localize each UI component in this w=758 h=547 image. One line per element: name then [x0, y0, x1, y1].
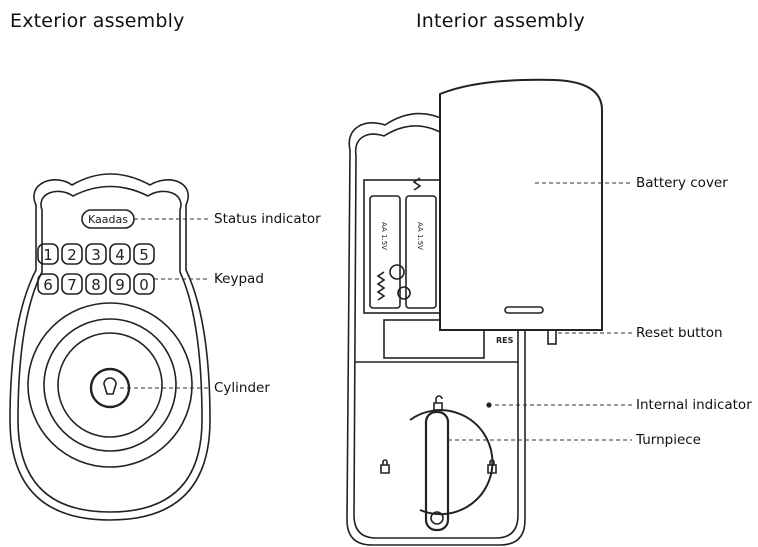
- battery-spring-a: [376, 271, 386, 301]
- key-4-label: 4: [115, 246, 125, 264]
- turnpiece[interactable]: [424, 410, 450, 532]
- battery-b: [405, 195, 437, 309]
- interior-plate-inner: [353, 125, 519, 539]
- turnpiece-pivot: [430, 511, 444, 525]
- keyhole-icon: [103, 377, 117, 395]
- status-indicator-label: Status indicator: [214, 211, 321, 227]
- key-5-label: 5: [139, 246, 149, 264]
- key-1-label: 1: [43, 246, 53, 264]
- reset-button-shape[interactable]: [547, 329, 557, 345]
- key-6-label: 6: [43, 276, 53, 294]
- keypad: [37, 243, 155, 295]
- cylinder-inner-ring: [57, 332, 163, 438]
- key-0[interactable]: [133, 273, 155, 295]
- interior-texts: AA 1.5V AA 1.5V RES: [380, 222, 514, 345]
- battery-b-label: AA 1.5V: [416, 222, 424, 250]
- battery-a: [369, 195, 401, 309]
- key-3[interactable]: [85, 243, 107, 265]
- keypad-label: Keypad: [214, 271, 264, 287]
- interior-assembly-title: Interior assembly: [416, 10, 585, 32]
- battery-spring-b: [412, 177, 422, 191]
- kaadas-logo-text: Kaadas: [88, 213, 128, 226]
- lower-housing: [383, 319, 485, 359]
- key-5[interactable]: [133, 243, 155, 265]
- battery-cover-label: Battery cover: [636, 175, 728, 191]
- exterior-plate-inner: [17, 185, 203, 513]
- internal-indicator-dot: [486, 402, 492, 408]
- exterior-leaders: [120, 218, 210, 389]
- key-8-label: 8: [91, 276, 101, 294]
- key-9-label: 9: [115, 276, 125, 294]
- battery-compartment: [363, 179, 443, 314]
- battery-cover: [439, 78, 603, 331]
- lock-open-icon: [433, 395, 443, 411]
- key-1[interactable]: [37, 243, 59, 265]
- turnpiece-ring: [409, 409, 494, 516]
- internal-indicator-label: Internal indicator: [636, 397, 752, 413]
- key-8[interactable]: [85, 273, 107, 295]
- key-7[interactable]: [61, 273, 83, 295]
- reset-mark-label: RES: [496, 336, 514, 345]
- key-0-label: 0: [139, 276, 149, 294]
- key-6[interactable]: [37, 273, 59, 295]
- battery-contact-a: [389, 264, 405, 280]
- interior-lock: [346, 78, 603, 546]
- key-9[interactable]: [109, 273, 131, 295]
- reset-button-label: Reset button: [636, 325, 723, 341]
- exterior-assembly-title: Exterior assembly: [10, 10, 185, 32]
- key-2-label: 2: [67, 246, 77, 264]
- key-7-label: 7: [67, 276, 77, 294]
- interior-leaders: [448, 182, 632, 441]
- cylinder-middle-ring: [43, 318, 177, 452]
- lock-closed-icon-right: [487, 459, 497, 474]
- turnpiece-label: Turnpiece: [636, 432, 701, 448]
- battery-cover-slot: [504, 306, 544, 314]
- lock-closed-icon-left: [380, 459, 390, 474]
- cylinder-label: Cylinder: [214, 380, 270, 396]
- exterior-texts: Kaadas 1 2 3 4 5 6 7 8 9 0: [43, 213, 149, 294]
- key-2[interactable]: [61, 243, 83, 265]
- exterior-plate-outline: [9, 173, 211, 521]
- battery-contact-b: [397, 286, 411, 300]
- cylinder-outer-ring: [27, 302, 193, 468]
- battery-a-label: AA 1.5V: [380, 222, 388, 250]
- key-3-label: 3: [91, 246, 101, 264]
- key-4[interactable]: [109, 243, 131, 265]
